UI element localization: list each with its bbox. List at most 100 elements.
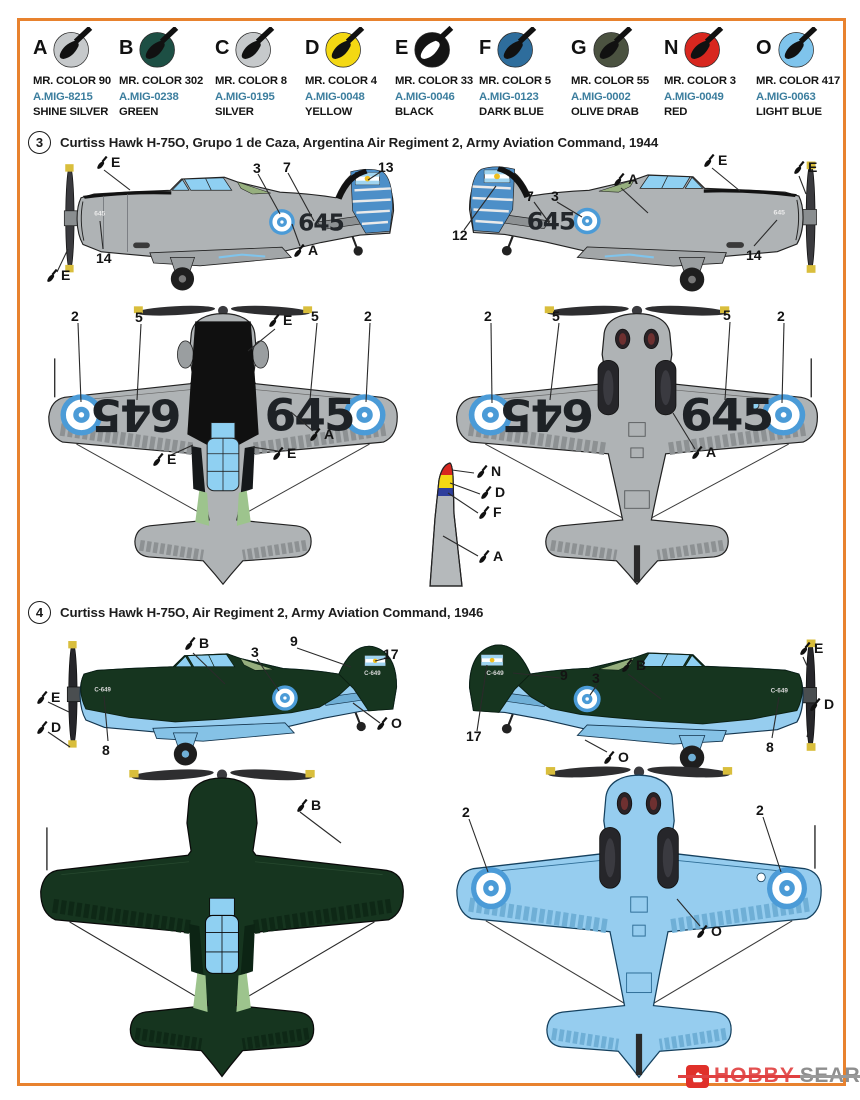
callout-paint-A: A (613, 172, 638, 187)
palette-letter: O (756, 36, 772, 59)
palette-letter: A (33, 36, 48, 59)
palette-letter: F (479, 36, 492, 59)
callout-paint-B: B (621, 658, 646, 673)
callout-paint-E: E (268, 313, 292, 328)
color-name: BLACK (395, 106, 434, 119)
callout-label: O (711, 923, 722, 939)
callout-label: 2 (756, 802, 764, 818)
callout-paint-E: E (152, 452, 176, 467)
section-number-badge: 4 (28, 601, 51, 624)
paintbrush-icon (476, 465, 488, 479)
callout-7: 7 (283, 160, 291, 174)
color-name: SILVER (215, 106, 254, 119)
palette-letter: D (305, 36, 320, 59)
callout-label: E (287, 445, 297, 461)
callout-label: 3 (592, 670, 600, 686)
callout-paint-B: B (184, 636, 209, 651)
wing-number-left: 645 (502, 389, 594, 442)
amig-code: A.MIG-0063 (756, 90, 816, 103)
paintbrush-icon (793, 161, 805, 175)
callout-paint-O: O (696, 924, 722, 939)
callout-2: 2 (777, 309, 785, 323)
callout-label: 2 (462, 804, 470, 820)
callout-label: B (311, 797, 322, 813)
paintbrush-icon (46, 269, 58, 283)
cowl-number: 645 (774, 209, 786, 216)
color-name: DARK BLUE (479, 106, 544, 119)
callout-label: 5 (311, 308, 319, 324)
sec4-side-view-left: C-649 C-649 (45, 630, 417, 766)
callout-label: 14 (746, 247, 762, 263)
section-4-header: 4 Curtiss Hawk H-75O, Air Regiment 2, Ar… (28, 601, 483, 624)
watermark-red-line (678, 1075, 800, 1078)
tail-code: C-649 (364, 671, 381, 677)
callout-label: A (308, 242, 319, 258)
callout-label: E (111, 154, 121, 170)
watermark-gray-line (800, 1075, 860, 1078)
callout-paint-O: O (376, 716, 402, 731)
color-name: YELLOW (305, 106, 353, 119)
paintbrush-icon (293, 244, 305, 258)
amig-code: A.MIG-0238 (119, 90, 179, 103)
paintbrush-icon (613, 173, 625, 187)
callout-7: 7 (526, 189, 534, 203)
palette-letter: B (119, 36, 134, 59)
callout-2: 2 (484, 309, 492, 323)
callout-9: 9 (290, 634, 298, 648)
callout-label: A (324, 426, 335, 442)
wing-number-right: 645 (680, 389, 772, 442)
paintbrush-icon (691, 446, 703, 460)
amig-code: A.MIG-0123 (479, 90, 539, 103)
tail-code: C-649 (486, 670, 504, 677)
callout-label: 9 (290, 633, 298, 649)
paintbrush-circle-icon (778, 27, 819, 68)
mr-color-code: MR. COLOR 33 (395, 75, 473, 87)
sec3-top-view: 645 645 (25, 300, 421, 592)
mr-color-code: MR. COLOR 5 (479, 75, 551, 87)
callout-label: A (493, 548, 504, 564)
callout-5: 5 (311, 309, 319, 323)
paintbrush-icon (309, 428, 321, 442)
hobby-search-watermark: HOBBY SEARCH (678, 1061, 860, 1091)
callout-label: 8 (102, 742, 110, 758)
callout-label: E (808, 159, 818, 175)
palette-letter: C (215, 36, 230, 59)
callout-3: 3 (592, 671, 600, 685)
callout-3: 3 (551, 189, 559, 203)
callout-3: 3 (251, 645, 259, 659)
paintbrush-circle-icon (235, 27, 276, 68)
paintbrush-icon (36, 721, 48, 735)
paintbrush-icon (696, 925, 708, 939)
sec3-side-view-left: 645 645 (42, 153, 414, 291)
paintbrush-icon (268, 314, 280, 328)
callout-8: 8 (766, 740, 774, 754)
callout-paint-A: A (309, 427, 334, 442)
sec4-top-view (16, 763, 428, 1085)
callout-label: 17 (466, 728, 482, 744)
callout-14: 14 (746, 248, 762, 262)
callout-label: E (283, 312, 293, 328)
callout-2: 2 (364, 309, 372, 323)
paintbrush-icon (36, 691, 48, 705)
color-name: RED (664, 106, 688, 119)
callout-label: 7 (526, 188, 534, 204)
paintbrush-icon (376, 717, 388, 731)
amig-code: A.MIG-0049 (664, 90, 724, 103)
callout-label: 2 (364, 308, 372, 324)
callout-paint-E: E (799, 641, 823, 656)
callout-label: 3 (253, 160, 261, 176)
callout-label: 3 (551, 188, 559, 204)
callout-paint-E: E (703, 153, 727, 168)
cowl-number: 645 (94, 210, 105, 217)
paintbrush-circle-icon (593, 27, 634, 68)
callout-3: 3 (253, 161, 261, 175)
callout-label: 12 (452, 227, 468, 243)
paintbrush-icon (603, 751, 615, 765)
